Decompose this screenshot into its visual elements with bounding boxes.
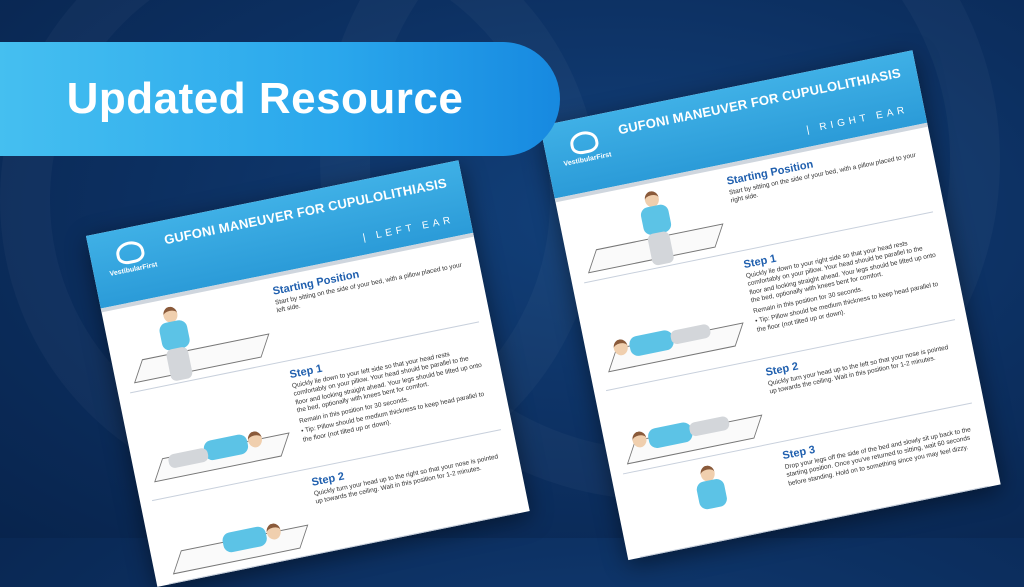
lotus-icon xyxy=(568,128,601,157)
lying-illustration xyxy=(595,276,756,376)
banner-label: Updated Resource xyxy=(66,74,464,123)
lotus-icon xyxy=(114,238,147,267)
left-ear-handout: VestibularFirst Gufoni Maneuver for Cupu… xyxy=(86,160,530,587)
lying-illustration xyxy=(141,386,302,486)
updated-resource-banner: Updated Resource xyxy=(0,42,560,156)
handout-subtitle: | Left Ear xyxy=(361,214,456,244)
vestibularfirst-logo: VestibularFirst xyxy=(555,126,616,169)
handout-subtitle: | Right Ear xyxy=(805,104,910,136)
vestibularfirst-logo: VestibularFirst xyxy=(101,236,162,279)
